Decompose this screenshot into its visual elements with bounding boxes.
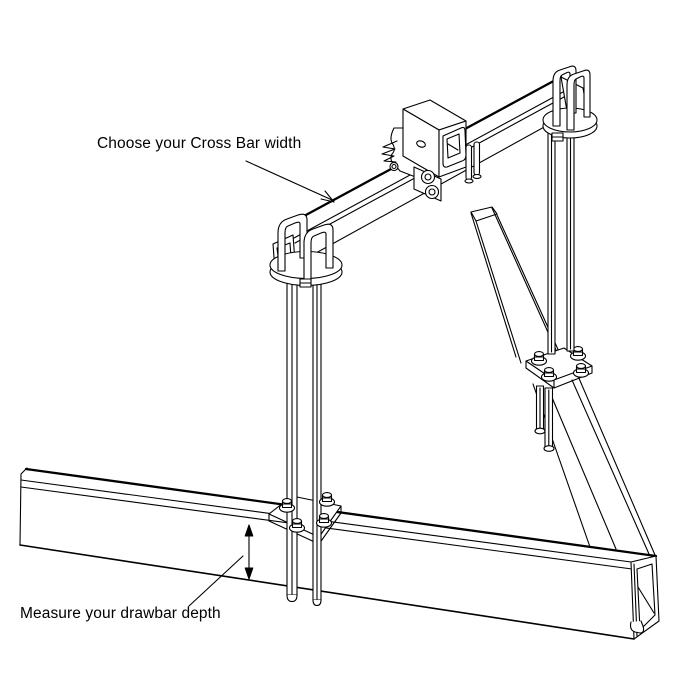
- crossbar-label-leader: [246, 161, 334, 202]
- right-hanger-rods: [548, 130, 574, 354]
- center-clamp-bracket: [382, 100, 481, 201]
- drawbar-depth-label: Measure your drawbar depth: [20, 605, 221, 622]
- rear-u-clip: [466, 145, 472, 180]
- grip-teeth: [382, 141, 397, 162]
- drawbar-end-tab: [631, 621, 644, 633]
- u-bolt: [304, 224, 333, 281]
- crossbar-width-label: Choose your Cross Bar width: [97, 135, 302, 152]
- drawbar-label-leader: [189, 556, 243, 606]
- u-bolt: [567, 70, 590, 130]
- left-ubolt-end-plate: [270, 214, 342, 287]
- aframe-arm-beam: [471, 207, 655, 555]
- aframe-arm-clamp-plate: [526, 346, 592, 388]
- depth-dimension-arrow: [245, 525, 253, 579]
- right-ubolt-end-plate: [543, 66, 597, 141]
- clamp-rod-stubs: [535, 386, 554, 451]
- u-bolt: [278, 214, 307, 271]
